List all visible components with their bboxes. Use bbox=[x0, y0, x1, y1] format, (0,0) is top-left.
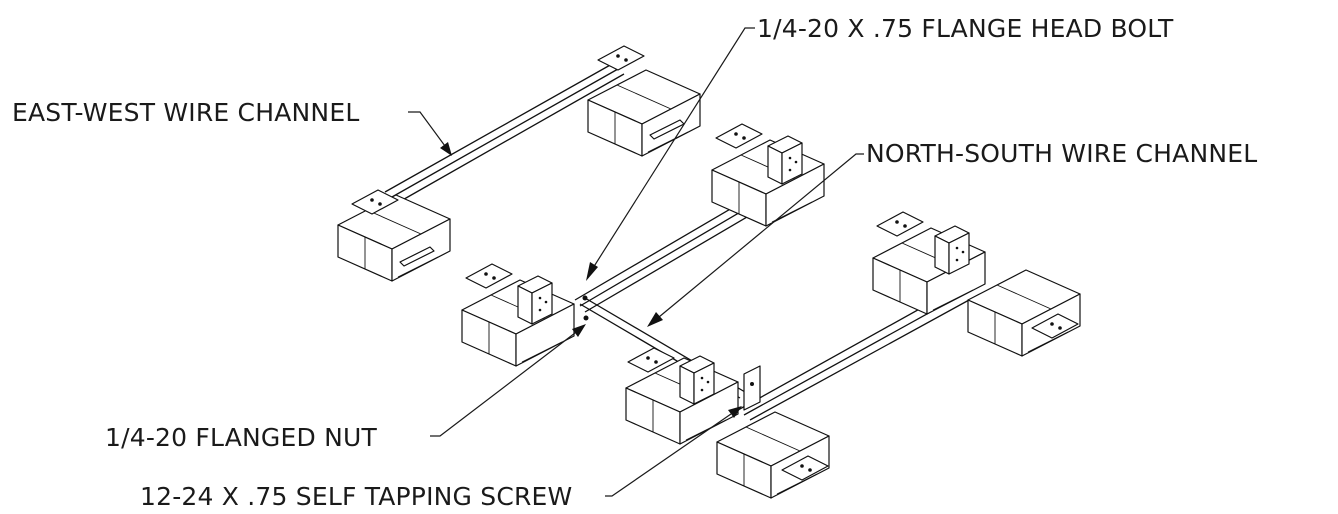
east-west-channel-assembly bbox=[337, 45, 701, 282]
ballast-block-upper-center bbox=[711, 123, 825, 227]
ballast-block-bottom-left bbox=[625, 347, 739, 445]
channel-end-bracket bbox=[743, 365, 761, 411]
ballast-block-left-center bbox=[461, 263, 575, 367]
leader-east-west bbox=[408, 111, 452, 156]
leader-self-tapping bbox=[605, 406, 742, 497]
label-north-south-wire-channel: NORTH-SOUTH WIRE CHANNEL bbox=[866, 139, 1257, 168]
label-flanged-nut: 1/4-20 FLANGED NUT bbox=[105, 423, 377, 452]
label-flange-head-bolt: 1/4-20 X .75 FLANGE HEAD BOLT bbox=[757, 14, 1174, 43]
leader-flange-bolt bbox=[586, 27, 755, 281]
leader-flanged-nut bbox=[430, 324, 586, 437]
label-self-tapping-screw: 12-24 X .75 SELF TAPPING SCREW bbox=[140, 482, 572, 511]
label-east-west-wire-channel: EAST-WEST WIRE CHANNEL bbox=[12, 98, 359, 127]
leader-north-south bbox=[647, 153, 864, 327]
ballast-block-right-upper bbox=[872, 211, 986, 315]
ballast-block-bottom-right bbox=[716, 411, 830, 499]
